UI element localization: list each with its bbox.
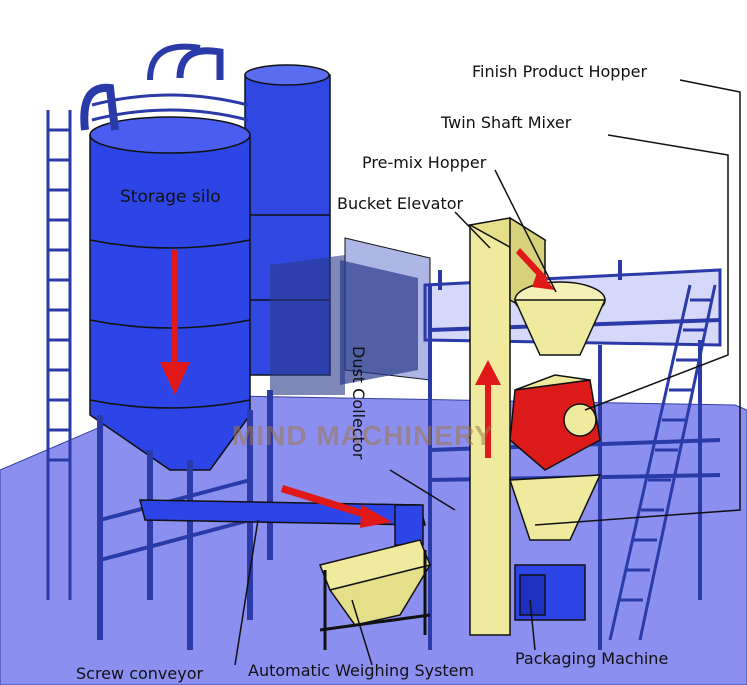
silo-ladder [46, 110, 72, 600]
packaging-machine [514, 564, 586, 621]
label-twin-shaft-mixer: Twin Shaft Mixer [441, 113, 572, 132]
elevator-up-arrow [485, 378, 491, 458]
flow-arrows [160, 248, 555, 528]
leader-lines [234, 79, 741, 666]
finish-product-hopper [508, 474, 602, 541]
conveyor-arrow [281, 485, 370, 519]
twin-shaft-mixer [509, 374, 601, 471]
staircase [608, 284, 717, 641]
label-storage-silo: Storage silo [120, 187, 221, 207]
label-finish-product-hopper: Finish Product Hopper [472, 62, 648, 81]
label-screw-conveyor: Screw conveyor [76, 664, 204, 683]
label-packaging-machine: Packaging Machine [515, 649, 669, 668]
silo-discharge-arrow [172, 250, 178, 370]
premix-hopper [513, 281, 607, 356]
label-bucket-elevator: Bucket Elevator [337, 194, 464, 213]
dust-collector [270, 237, 431, 395]
storage-silo-front [80, 83, 251, 471]
label-dust-collector: Dust Collector [349, 346, 368, 460]
label-automatic-weighing-system: Automatic Weighing System [248, 661, 475, 680]
watermark-text: MIND MACHINERY [232, 420, 494, 451]
label-premix-hopper: Pre-mix Hopper [362, 153, 487, 172]
